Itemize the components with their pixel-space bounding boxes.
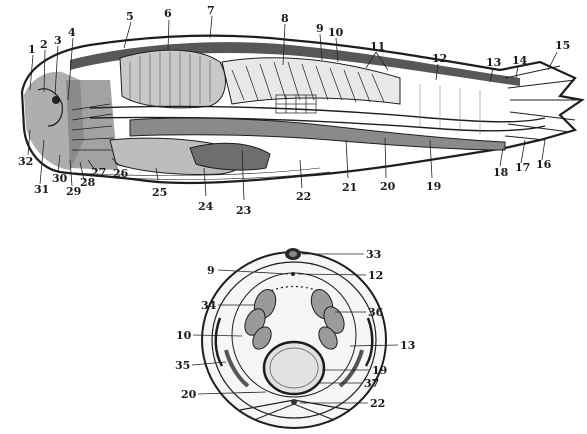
label-13-lower: 13 xyxy=(400,339,415,352)
label-3: 3 xyxy=(54,34,62,47)
label-22-lower: 22 xyxy=(370,397,385,410)
label-20-lower: 20 xyxy=(181,388,197,401)
label-14: 14 xyxy=(512,54,528,67)
label-29: 29 xyxy=(66,185,81,198)
label-10: 10 xyxy=(328,26,344,39)
label-36: 36 xyxy=(368,306,384,319)
label-33: 33 xyxy=(366,248,381,261)
label-25: 25 xyxy=(152,186,167,199)
label-11: 11 xyxy=(370,40,385,53)
label-19: 19 xyxy=(426,180,441,193)
label-24: 24 xyxy=(198,200,214,213)
label-17: 17 xyxy=(515,161,530,174)
label-22: 22 xyxy=(296,190,311,203)
label-18: 18 xyxy=(493,166,509,179)
label-8: 8 xyxy=(281,12,289,25)
label-5: 5 xyxy=(126,10,134,23)
label-37: 37 xyxy=(364,377,379,390)
label-19-lower: 19 xyxy=(372,364,387,377)
label-32: 32 xyxy=(18,155,33,168)
label-15: 15 xyxy=(555,39,570,52)
label-9: 9 xyxy=(316,22,324,35)
label-31: 31 xyxy=(34,183,49,196)
label-34: 34 xyxy=(201,299,217,312)
label-12-lower: 12 xyxy=(368,269,383,282)
label-23: 23 xyxy=(236,204,251,217)
label-6: 6 xyxy=(164,7,172,20)
label-9-lower: 9 xyxy=(207,264,215,277)
label-2: 2 xyxy=(40,38,48,51)
label-28: 28 xyxy=(80,176,96,189)
label-1: 1 xyxy=(28,43,36,56)
label-30: 30 xyxy=(52,172,68,185)
label-4: 4 xyxy=(68,26,76,39)
label-26: 26 xyxy=(113,167,129,180)
label-20: 20 xyxy=(380,180,396,193)
label-16: 16 xyxy=(536,158,552,171)
label-10-lower: 10 xyxy=(176,329,192,342)
label-12: 12 xyxy=(432,52,447,65)
label-13: 13 xyxy=(486,56,501,69)
label-21: 21 xyxy=(342,181,357,194)
label-35: 35 xyxy=(175,359,190,372)
label-7: 7 xyxy=(207,4,215,17)
